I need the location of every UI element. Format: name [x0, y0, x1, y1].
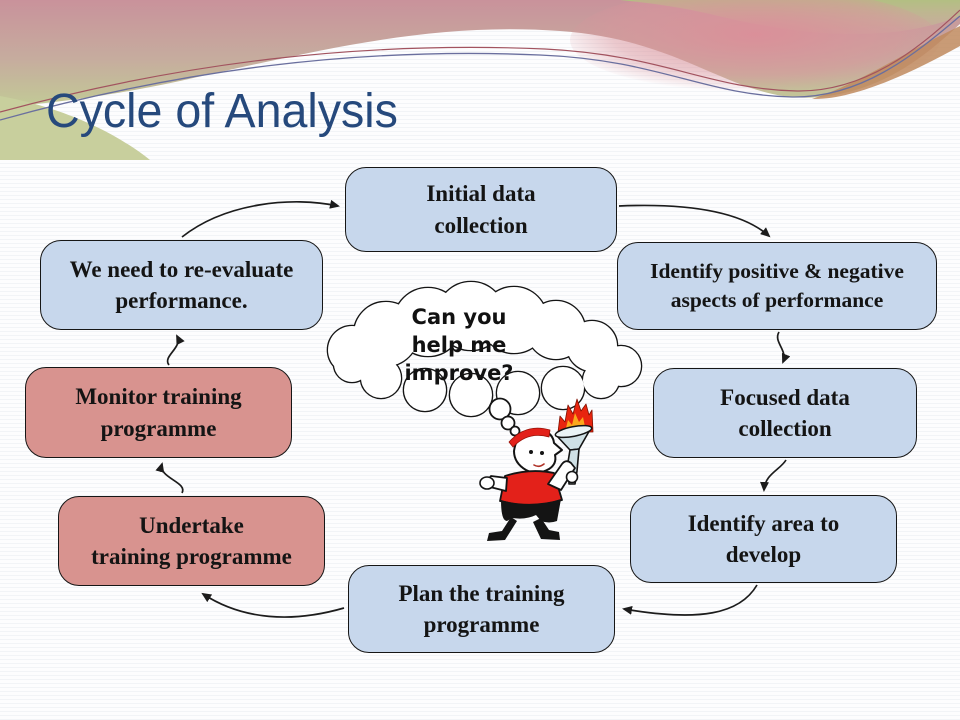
- flow-box-line: Initial data: [426, 181, 536, 207]
- runner-back-hand: [479, 476, 495, 490]
- thought-bubble-text: Can you help me improve?: [396, 303, 522, 387]
- arrow-focused-to-area: [760, 459, 787, 492]
- flow-box-identify-positive-negative: Identify positive & negative aspects of …: [617, 242, 937, 330]
- torch-cup-rim: [554, 424, 593, 439]
- thought-line: help me: [411, 333, 507, 357]
- flow-box-line: collection: [434, 212, 528, 238]
- runner-eye-right: [540, 451, 544, 455]
- runner-torch-arm: [547, 460, 576, 491]
- arrow-plan-to-undertake: [201, 592, 345, 618]
- torch-flame-outer: [557, 398, 594, 433]
- thought-line: improve?: [404, 361, 514, 385]
- arrow-identify-to-focused: [776, 331, 791, 364]
- flow-box-line: Plan the training: [398, 580, 565, 606]
- runner-headband: [508, 427, 551, 448]
- page-title: Cycle of Analysis: [46, 85, 398, 138]
- flow-box-line: programme: [100, 415, 217, 441]
- flow-box-re-evaluate-performance: We need to re-evaluate performance.: [40, 240, 323, 330]
- banner-tan-band: [812, 26, 960, 100]
- torch-flame-inner: [565, 413, 586, 432]
- runner-shorts: [501, 499, 561, 523]
- torch-cup: [555, 427, 592, 451]
- flow-box-line: develop: [725, 542, 802, 567]
- runner-back-arm: [487, 475, 508, 492]
- flow-box-initial-data-collection: Initial data collection: [345, 167, 617, 252]
- runner-eye-left: [529, 450, 533, 454]
- arrow-area-to-plan: [622, 584, 758, 616]
- runner-torch-hand: [565, 470, 579, 484]
- flow-box-line: collection: [738, 416, 832, 441]
- flow-box-line: aspects of performance: [670, 288, 884, 312]
- runner-tank-top: [499, 470, 563, 506]
- flow-box-identify-area-to-develop: Identify area to develop: [630, 495, 897, 583]
- torch-handle: [567, 448, 580, 485]
- flow-box-line: Monitor training: [75, 384, 242, 410]
- runner-head: [513, 429, 563, 474]
- thought-trail-circles: [488, 397, 521, 437]
- thought-line: Can you: [411, 305, 507, 329]
- flow-box-monitor-training-programme: Monitor training programme: [25, 367, 292, 458]
- arrow-reevaluate-to-initial: [181, 199, 340, 238]
- flow-box-undertake-training-programme: Undertake training programme: [58, 496, 325, 586]
- flow-box-line: Identify positive & negative: [650, 258, 904, 283]
- flow-box-line: performance.: [115, 288, 248, 313]
- flow-box-line: Identify area to: [687, 510, 840, 536]
- flow-box-line: programme: [423, 612, 540, 637]
- banner-pink-blob: [570, 0, 940, 92]
- flow-box-line: training programme: [91, 544, 292, 569]
- arrow-undertake-to-monitor: [155, 462, 184, 494]
- runner-back-leg: [533, 518, 560, 540]
- runner-front-leg: [487, 517, 517, 541]
- arrow-initial-to-identify: [618, 204, 771, 238]
- flow-box-line: Undertake: [139, 512, 244, 538]
- flow-box-focused-data-collection: Focused data collection: [653, 368, 917, 458]
- runner-with-torch-icon: [479, 398, 594, 541]
- flow-box-line: Focused data: [720, 384, 850, 410]
- flow-box-plan-training-programme: Plan the training programme: [348, 565, 615, 653]
- arrow-monitor-to-reevaluate: [166, 334, 185, 366]
- runner-mouth: [533, 463, 545, 468]
- flow-box-line: We need to re-evaluate: [69, 256, 294, 282]
- banner-topright-green: [620, 0, 960, 35]
